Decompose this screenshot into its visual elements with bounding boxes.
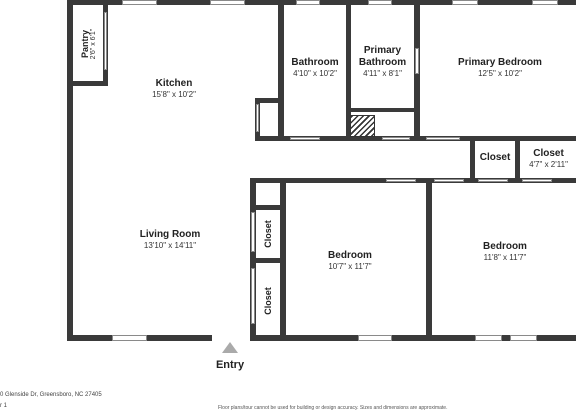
- window-top-kitchen-2: [210, 0, 245, 5]
- primary-bed-door: [426, 137, 460, 140]
- kitchen-nook-window: [256, 104, 259, 132]
- primary-bath-door: [382, 137, 410, 140]
- kitchen-bathroom-wall: [278, 5, 284, 141]
- hall-closet-label: Closet: [474, 152, 516, 164]
- kitchen-nook-top: [255, 98, 278, 103]
- footer-disclaimer: Floor plans/tour cannot be used for buil…: [218, 405, 448, 411]
- closet-upper-label: Closet: [263, 212, 277, 256]
- entry-door-opening: [212, 335, 250, 341]
- window-bottom-right-bed-2: [510, 335, 537, 341]
- closet-upper-door: [251, 212, 255, 252]
- closet-column-right-wall: [280, 178, 286, 341]
- primary-bedroom-dims: 12'5" x 10'2": [478, 69, 522, 78]
- window-top-primary-bed-1: [452, 0, 478, 5]
- outer-wall-top: [67, 0, 576, 5]
- window-top-primary-bath: [368, 0, 392, 5]
- closet-divider-top: [256, 205, 280, 210]
- window-top-primary-bed-2: [532, 0, 558, 5]
- right-bedroom-label: Bedroom 11'8" x 11'7": [465, 241, 545, 263]
- bathroom-door: [290, 137, 320, 140]
- pantry-door: [104, 12, 107, 70]
- right-bedroom-dims: 11'8" x 11'7": [483, 253, 527, 262]
- bathroom-name: Bathroom: [291, 57, 339, 68]
- window-top-kitchen-1: [122, 0, 157, 5]
- closet-lower-name: Closet: [263, 287, 273, 315]
- outer-wall-left: [67, 0, 73, 341]
- center-bed-door: [386, 179, 416, 182]
- kitchen-name: Kitchen: [155, 78, 193, 89]
- window-top-bathroom: [296, 0, 320, 5]
- primary-bedroom-label: Primary Bedroom 12'5" x 10'2": [430, 57, 570, 79]
- bedrooms-divider-wall: [426, 178, 432, 341]
- center-bedroom-label: Bedroom 10'7" x 11'7": [310, 250, 390, 272]
- hall-closet-left-wall: [470, 136, 475, 183]
- closet-lower-label: Closet: [263, 279, 277, 323]
- primary-bedroom-name: Primary Bedroom: [458, 57, 542, 68]
- living-hall-opening: [258, 184, 278, 204]
- pantry-name: Pantry: [80, 30, 90, 59]
- primary-bath-fixture-wall: [351, 108, 414, 112]
- right-bed-door: [434, 179, 464, 182]
- entry-label: Entry: [215, 359, 245, 371]
- pantry-dims: 2'6" x 6'1": [90, 28, 98, 60]
- hall-closet-right-wall: [515, 136, 520, 183]
- kitchen-label: Kitchen 15'8" x 10'2": [124, 78, 224, 100]
- bathroom-dims: 4'10" x 10'2": [293, 69, 337, 78]
- footer-page: r 1: [0, 403, 8, 409]
- kitchen-dims: 15'8" x 10'2": [152, 90, 196, 99]
- living-room-dims: 13'10" x 14'11": [143, 241, 197, 250]
- stair-hatch-icon: [350, 115, 375, 137]
- living-closet-wall: [250, 178, 256, 341]
- window-bottom-right-bed-1: [475, 335, 502, 341]
- primary-bathroom-name-1: Primary: [363, 45, 402, 56]
- living-room-label: Living Room 13'10" x 14'11": [110, 229, 230, 251]
- hall-closet-name: Closet: [479, 152, 511, 163]
- primary-closet-door: [522, 179, 552, 182]
- footer-address: 0 Glenside Dr, Greensboro, NC 27405: [0, 392, 102, 398]
- center-bedroom-dims: 10'7" x 11'7": [328, 262, 372, 271]
- primary-bathroom-name-2: Bathroom: [358, 57, 407, 68]
- bathroom-label: Bathroom 4'10" x 10'2": [284, 57, 346, 79]
- primary-closet-dims: 4'7" x 2'11": [529, 160, 568, 169]
- living-room-name: Living Room: [139, 229, 201, 240]
- primary-bathroom-dims: 4'11" x 8'1": [363, 69, 402, 78]
- closet-divider-middle: [256, 258, 280, 263]
- entry-arrow-icon: [222, 342, 238, 353]
- center-bedroom-name: Bedroom: [328, 250, 372, 261]
- primary-bath-window-side: [415, 48, 419, 74]
- outer-wall-bottom: [67, 335, 576, 341]
- right-bedroom-name: Bedroom: [483, 241, 527, 252]
- hall-closet-door: [478, 179, 508, 182]
- primary-closet-label: Closet 4'7" x 2'11": [521, 148, 576, 170]
- window-bottom-center-bed: [358, 335, 392, 341]
- primary-closet-name: Closet: [533, 148, 564, 159]
- primary-bathroom-label: Primary Bathroom 4'11" x 8'1": [351, 45, 414, 79]
- bathroom-primary-bath-wall: [346, 5, 351, 141]
- closet-upper-name: Closet: [263, 220, 273, 248]
- pantry-label: Pantry 2'6" x 6'1": [80, 14, 104, 74]
- window-bottom-living: [112, 335, 147, 341]
- pantry-wall-bottom: [73, 81, 108, 86]
- hall-top-wall: [255, 136, 576, 141]
- closet-lower-door: [251, 268, 255, 324]
